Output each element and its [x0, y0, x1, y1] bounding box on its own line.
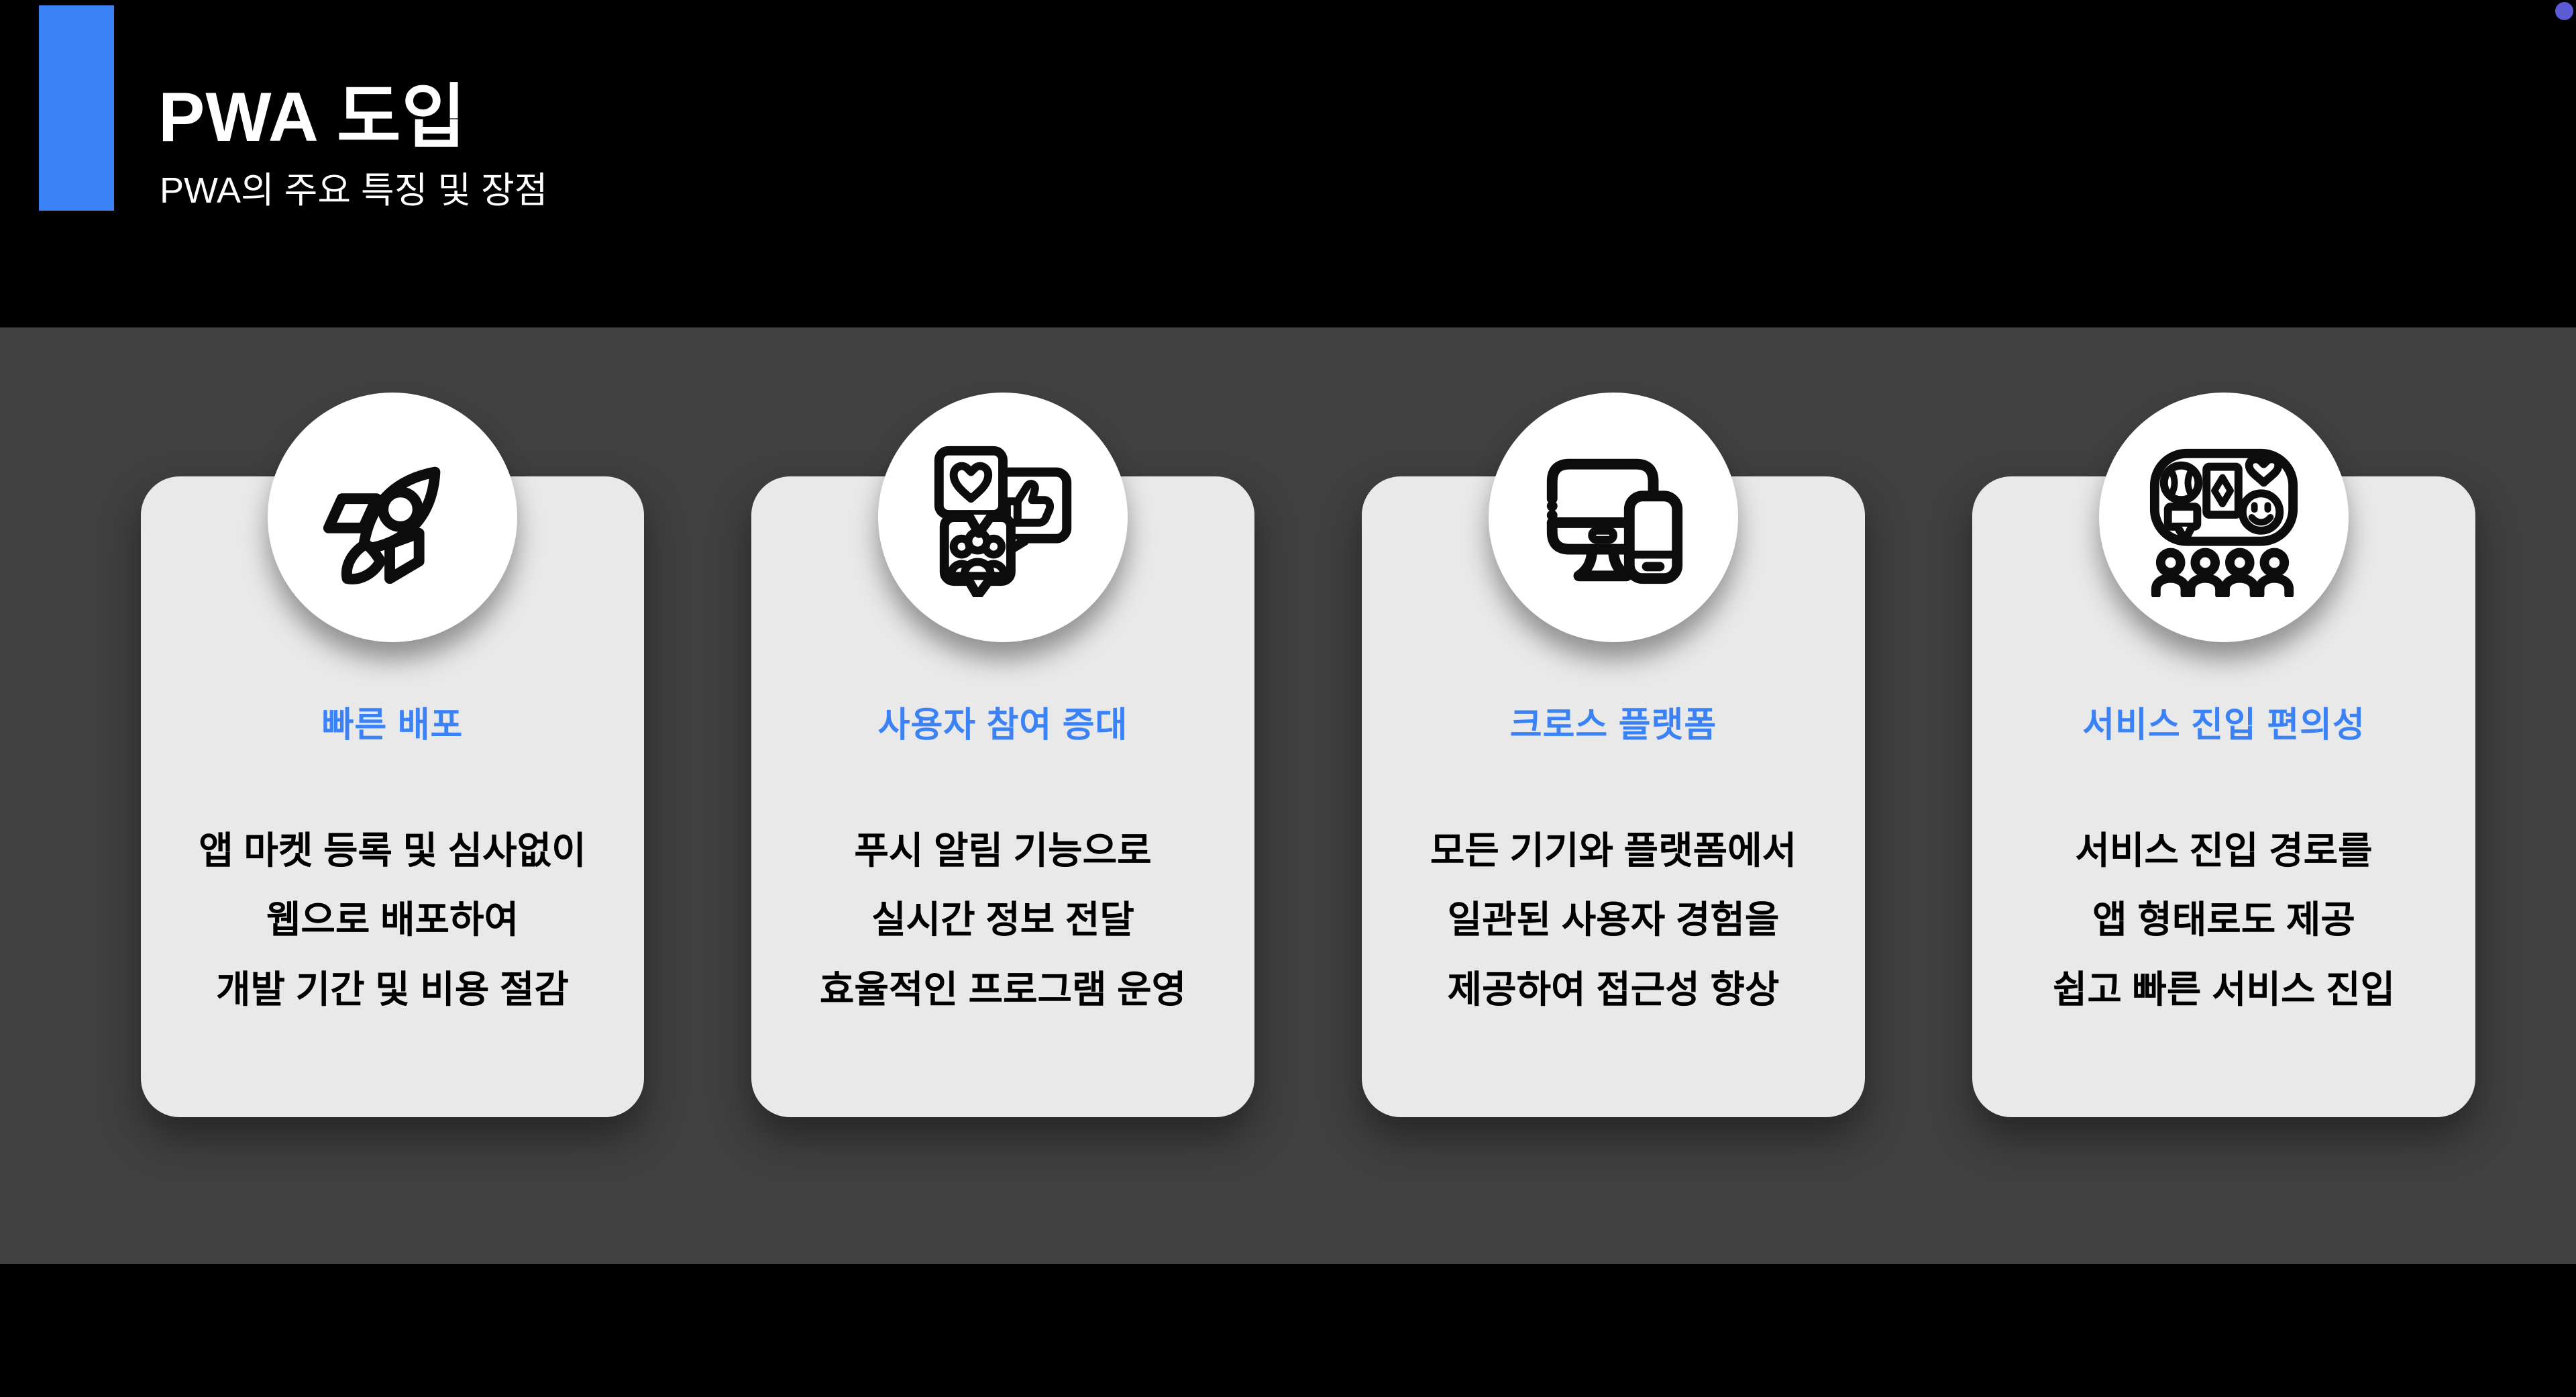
service-entry-icon [2149, 448, 2298, 597]
rocket-icon [323, 466, 441, 584]
feature-card-fast-deploy: 빠른 배포 앱 마켓 등록 및 심사없이 웹으로 배포하여 개발 기간 및 비용… [141, 393, 644, 1117]
feature-card-user-engagement: 사용자 참여 증대 푸시 알림 기능으로 실시간 정보 전달 효율적인 프로그램… [751, 393, 1254, 1117]
card-body: 모든 기기와 플랫폼에서 일관된 사용자 경험을 제공하여 접근성 향상 [1430, 829, 1797, 1011]
icon-badge [1489, 393, 1738, 642]
card-title: 빠른 배포 [321, 706, 464, 745]
page-title: PWA 도입 [158, 79, 467, 156]
card-body: 서비스 진입 경로를 앱 형태로도 제공 쉽고 빠른 서비스 진입 [2052, 829, 2396, 1011]
cross-platform-devices-icon [1546, 458, 1683, 584]
corner-dot [2555, 2, 2573, 20]
card-title: 사용자 참여 증대 [877, 706, 1128, 745]
card-title: 서비스 진입 편의성 [2082, 706, 2365, 745]
card-title: 크로스 플랫폼 [1509, 706, 1717, 745]
icon-badge [268, 393, 517, 642]
icon-badge [878, 393, 1128, 642]
page-subtitle: PWA의 주요 특징 및 장점 [160, 170, 548, 211]
card-body: 앱 마켓 등록 및 심사없이 웹으로 배포하여 개발 기간 및 비용 절감 [199, 829, 586, 1011]
title-block: PWA 도입 PWA의 주요 특징 및 장점 [158, 79, 547, 213]
feature-card-row: 빠른 배포 앱 마켓 등록 및 심사없이 웹으로 배포하여 개발 기간 및 비용… [141, 393, 2475, 1117]
card-body: 푸시 알림 기능으로 실시간 정보 전달 효율적인 프로그램 운영 [819, 829, 1187, 1011]
icon-badge [2099, 393, 2349, 642]
feature-card-cross-platform: 크로스 플랫폼 모든 기기와 플랫폼에서 일관된 사용자 경험을 제공하여 접근… [1362, 393, 1865, 1117]
feature-card-service-entry: 서비스 진입 편의성 서비스 진입 경로를 앱 형태로도 제공 쉽고 빠른 서비… [1972, 393, 2475, 1117]
accent-bar [39, 5, 114, 211]
social-engagement-icon [934, 446, 1072, 597]
slide-header: PWA 도입 PWA의 주요 특징 및 장점 [0, 0, 2576, 327]
slide-footer [0, 1264, 2576, 1397]
